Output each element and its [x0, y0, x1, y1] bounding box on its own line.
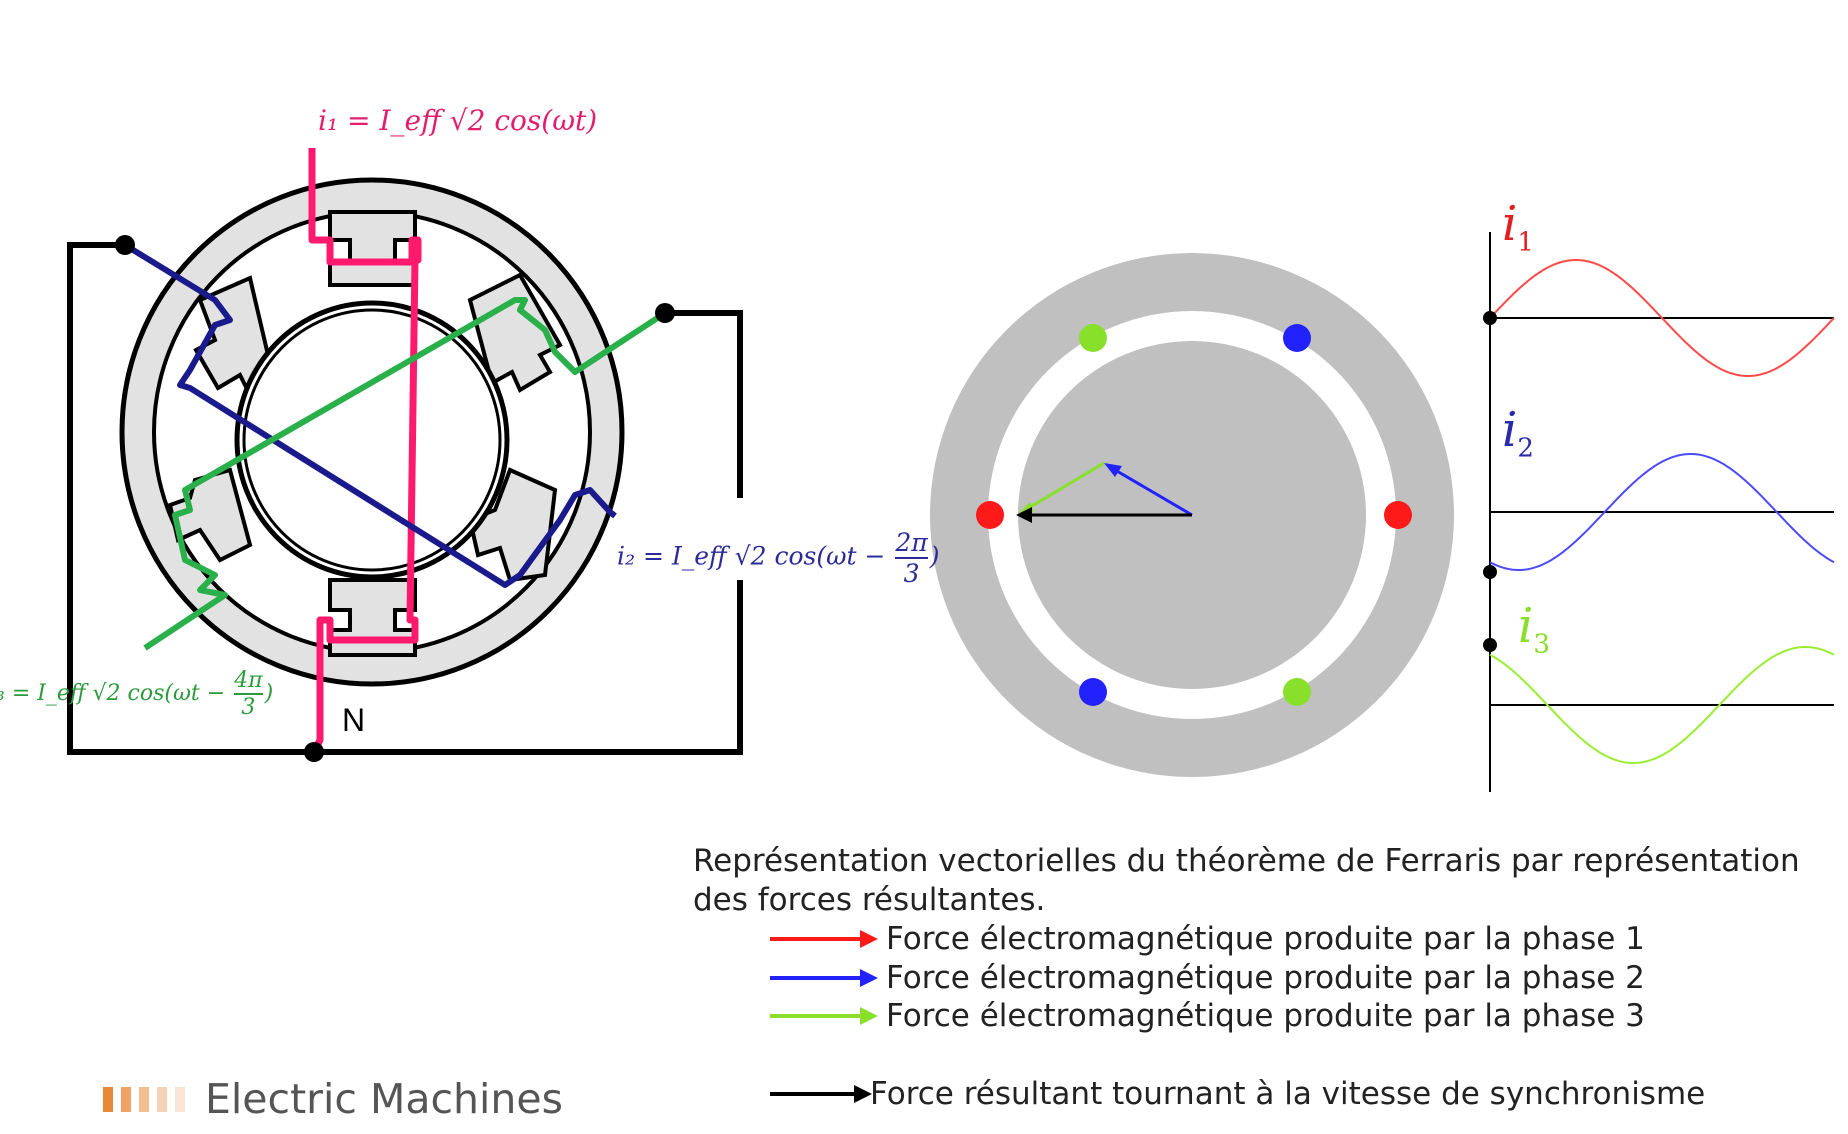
label-i1-sub: 1: [1517, 227, 1534, 258]
neutral-label: N: [342, 702, 366, 738]
vector-resultant-head: [1016, 507, 1032, 523]
label-i3: i3: [1518, 598, 1550, 660]
brand-bar: [103, 1086, 113, 1112]
equation-i3: ₃ = I_eff √2 cos(ωt − 4π 3 ): [0, 668, 273, 720]
equation-i2-text: i₂ = I_eff √2 cos(ωt −: [617, 541, 886, 571]
label-i2: i2: [1502, 402, 1534, 464]
equation-i2: i₂ = I_eff √2 cos(ωt − 2π 3 ): [617, 528, 940, 588]
brand-logo-bars: [103, 1086, 185, 1112]
brand-bar: [121, 1086, 131, 1112]
label-i2-letter: i: [1502, 402, 1518, 458]
equation-i2-fraction: 2π 3: [895, 528, 928, 588]
wire-neutral-return: [314, 580, 743, 755]
winding-phase3: [143, 297, 667, 651]
legend-label: Force résultant tournant à la vitesse de…: [870, 1075, 1706, 1112]
legend-arrow-icon: [770, 1084, 872, 1103]
wire-phase3-return: [665, 310, 743, 498]
figure-caption: Représentation vectorielles du théorème …: [693, 843, 1800, 918]
equation-i3-numerator: 4π: [234, 668, 263, 695]
equation-i3-denominator: 3: [241, 695, 256, 720]
legend-item-phase2: Force électromagnétique produite par la …: [770, 958, 1645, 997]
terminal-phase3: [655, 303, 675, 323]
winding-phase1: [308, 148, 422, 754]
conductor-phase1-left: [976, 501, 1004, 529]
legend-item-phase1: Force électromagnétique produite par la …: [770, 919, 1645, 958]
legend-item-phase3: Force électromagnétique produite par la …: [770, 996, 1645, 1035]
terminal-neutral: [304, 742, 324, 762]
marker-i2: [1483, 565, 1497, 579]
conductor-phase2-bottom-left: [1079, 678, 1107, 706]
wire-phase2-return: [67, 242, 314, 755]
stator-schematic: [67, 148, 743, 762]
legend-arrow-icon: [770, 968, 878, 987]
label-i3-letter: i: [1518, 598, 1534, 654]
brand-bar: [139, 1086, 149, 1112]
winding-phase2: [123, 242, 617, 588]
brand-bar: [157, 1086, 167, 1112]
wave-i1: [1489, 259, 1835, 377]
conductor-phase3-top-left: [1079, 324, 1107, 352]
brand-name: Electric Machines: [205, 1075, 563, 1123]
legend-label: Force électromagnétique produite par la …: [886, 959, 1645, 996]
vector-phase2-head: [1104, 463, 1122, 477]
equation-i2-denominator: 3: [903, 559, 920, 588]
equation-i3-text: ₃ = I_eff √2 cos(ωt −: [0, 681, 226, 706]
conductor-phase2-top-right: [1283, 324, 1311, 352]
vector-phase3: [1021, 461, 1105, 514]
conductor-phase3-bottom-right: [1283, 678, 1311, 706]
label-i2-sub: 2: [1517, 433, 1534, 464]
label-i1-letter: i: [1502, 196, 1518, 252]
label-i1: i1: [1502, 196, 1534, 258]
legend-label: Force électromagnétique produite par la …: [886, 920, 1645, 957]
legend-item-resultant: Force résultant tournant à la vitesse de…: [770, 1074, 1705, 1113]
equation-i1: i₁ = I_eff √2 cos(ωt): [318, 104, 598, 137]
marker-i3: [1483, 638, 1497, 652]
legend-arrow-icon: [770, 1006, 878, 1025]
legend-arrow-icon: [770, 929, 878, 948]
wave-i3: [1489, 646, 1835, 764]
wave-i2: [1489, 453, 1835, 571]
label-i3-sub: 3: [1533, 629, 1550, 660]
vector-phase2: [1109, 465, 1193, 517]
brand-footer: Electric Machines: [103, 1075, 563, 1123]
rotor-inner: [242, 308, 502, 572]
marker-i1: [1483, 311, 1497, 325]
brand-bar: [175, 1086, 185, 1112]
ferraris-vector-diagram: [930, 253, 1454, 777]
legend-label: Force électromagnétique produite par la …: [886, 997, 1645, 1034]
equation-i3-fraction: 4π 3: [234, 668, 263, 720]
terminal-phase2: [115, 235, 135, 255]
phase-waveforms: [1483, 232, 1835, 792]
conductor-phase1-right: [1384, 501, 1412, 529]
equation-i2-numerator: 2π: [895, 528, 928, 559]
